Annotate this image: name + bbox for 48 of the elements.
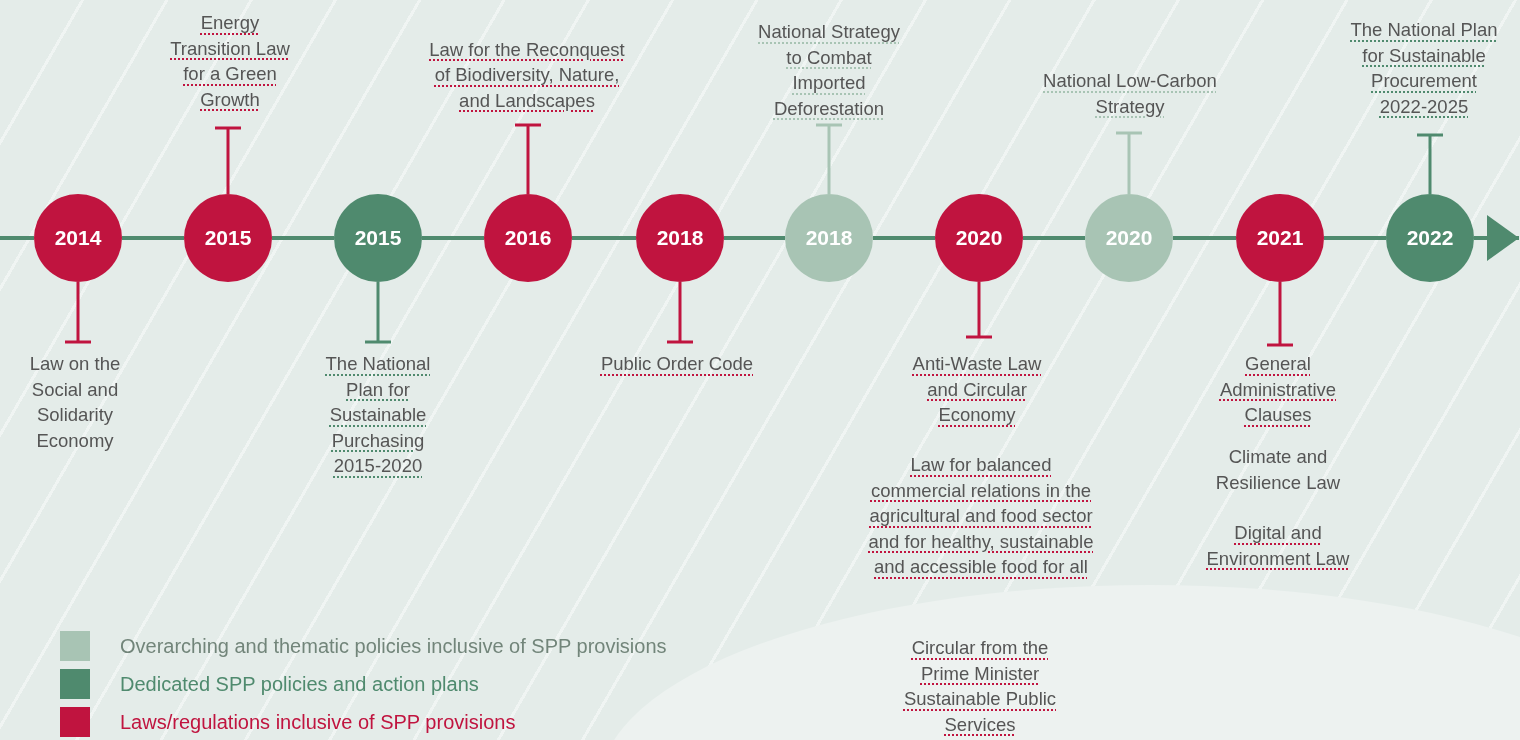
year-circle: 2022 <box>1386 194 1474 282</box>
policy-title: Anti-Waste Law and Circular Economy <box>902 337 1052 428</box>
policy-title: Climate and Resilience Law <box>1203 444 1353 495</box>
year-circle: 2016 <box>484 194 572 282</box>
legend-label: Overarching and thematic policies inclusive of SPP provisions <box>120 634 667 658</box>
year-circle: 2020 <box>1085 194 1173 282</box>
policy-title: The National Plan for Sustainable Purchasing 2015-2020 <box>312 342 444 479</box>
year-circle: 2018 <box>785 194 873 282</box>
policy-title: General Administrative Clauses <box>1203 345 1353 428</box>
timeline-line <box>0 236 34 240</box>
policy-title: Public Order Code <box>577 342 777 377</box>
timeline-line <box>724 236 785 240</box>
policy-title: Energy Transition Law for a Green Growth <box>160 10 300 128</box>
year-circle: 2015 <box>334 194 422 282</box>
stem-line <box>1114 131 1144 194</box>
timeline-line <box>873 236 935 240</box>
timeline-line <box>1023 236 1085 240</box>
policy-title: National Strategy to Combat Imported Deforestation <box>748 19 910 125</box>
timeline-line <box>572 236 636 240</box>
stem-line <box>63 282 93 344</box>
stem-line <box>1265 282 1295 347</box>
stem-line <box>665 282 695 344</box>
stem-line <box>213 126 243 194</box>
timeline-arrow <box>1474 215 1519 261</box>
policy-title: Digital and Environment Law <box>1189 520 1367 571</box>
year-circle: 2015 <box>184 194 272 282</box>
stem-line <box>814 123 844 194</box>
year-circle: 2021 <box>1236 194 1324 282</box>
timeline-line <box>1173 236 1236 240</box>
timeline-line <box>272 236 334 240</box>
stem-line <box>363 282 393 344</box>
policy-title: Law for the Reconquest of Biodiversity, Nature, and Landscapes <box>421 36 633 125</box>
stem-line <box>513 123 543 194</box>
policy-title: Law on the Social and Solidarity Economy <box>10 342 140 453</box>
timeline-line <box>122 236 184 240</box>
timeline-line <box>1324 236 1386 240</box>
stem-line <box>964 282 994 339</box>
year-circle: 2014 <box>34 194 122 282</box>
policy-title: Circular from the Prime Minister Sustainable Public Services <box>886 635 1074 737</box>
year-circle: 2018 <box>636 194 724 282</box>
year-circle: 2020 <box>935 194 1023 282</box>
timeline-line <box>422 236 484 240</box>
stem-line <box>1415 133 1445 194</box>
legend-label: Dedicated SPP policies and action plans <box>120 672 479 696</box>
policy-title: National Low-Carbon Strategy <box>1022 68 1238 133</box>
legend-label: Laws/regulations inclusive of SPP provisions <box>120 710 516 734</box>
policy-title: The National Plan for Sustainable Procurement 2022-2025 <box>1348 17 1500 135</box>
policy-title: Law for balanced commercial relations in the agricultural and food sector and for healthy, sustainable and accessible food for all <box>864 452 1098 580</box>
